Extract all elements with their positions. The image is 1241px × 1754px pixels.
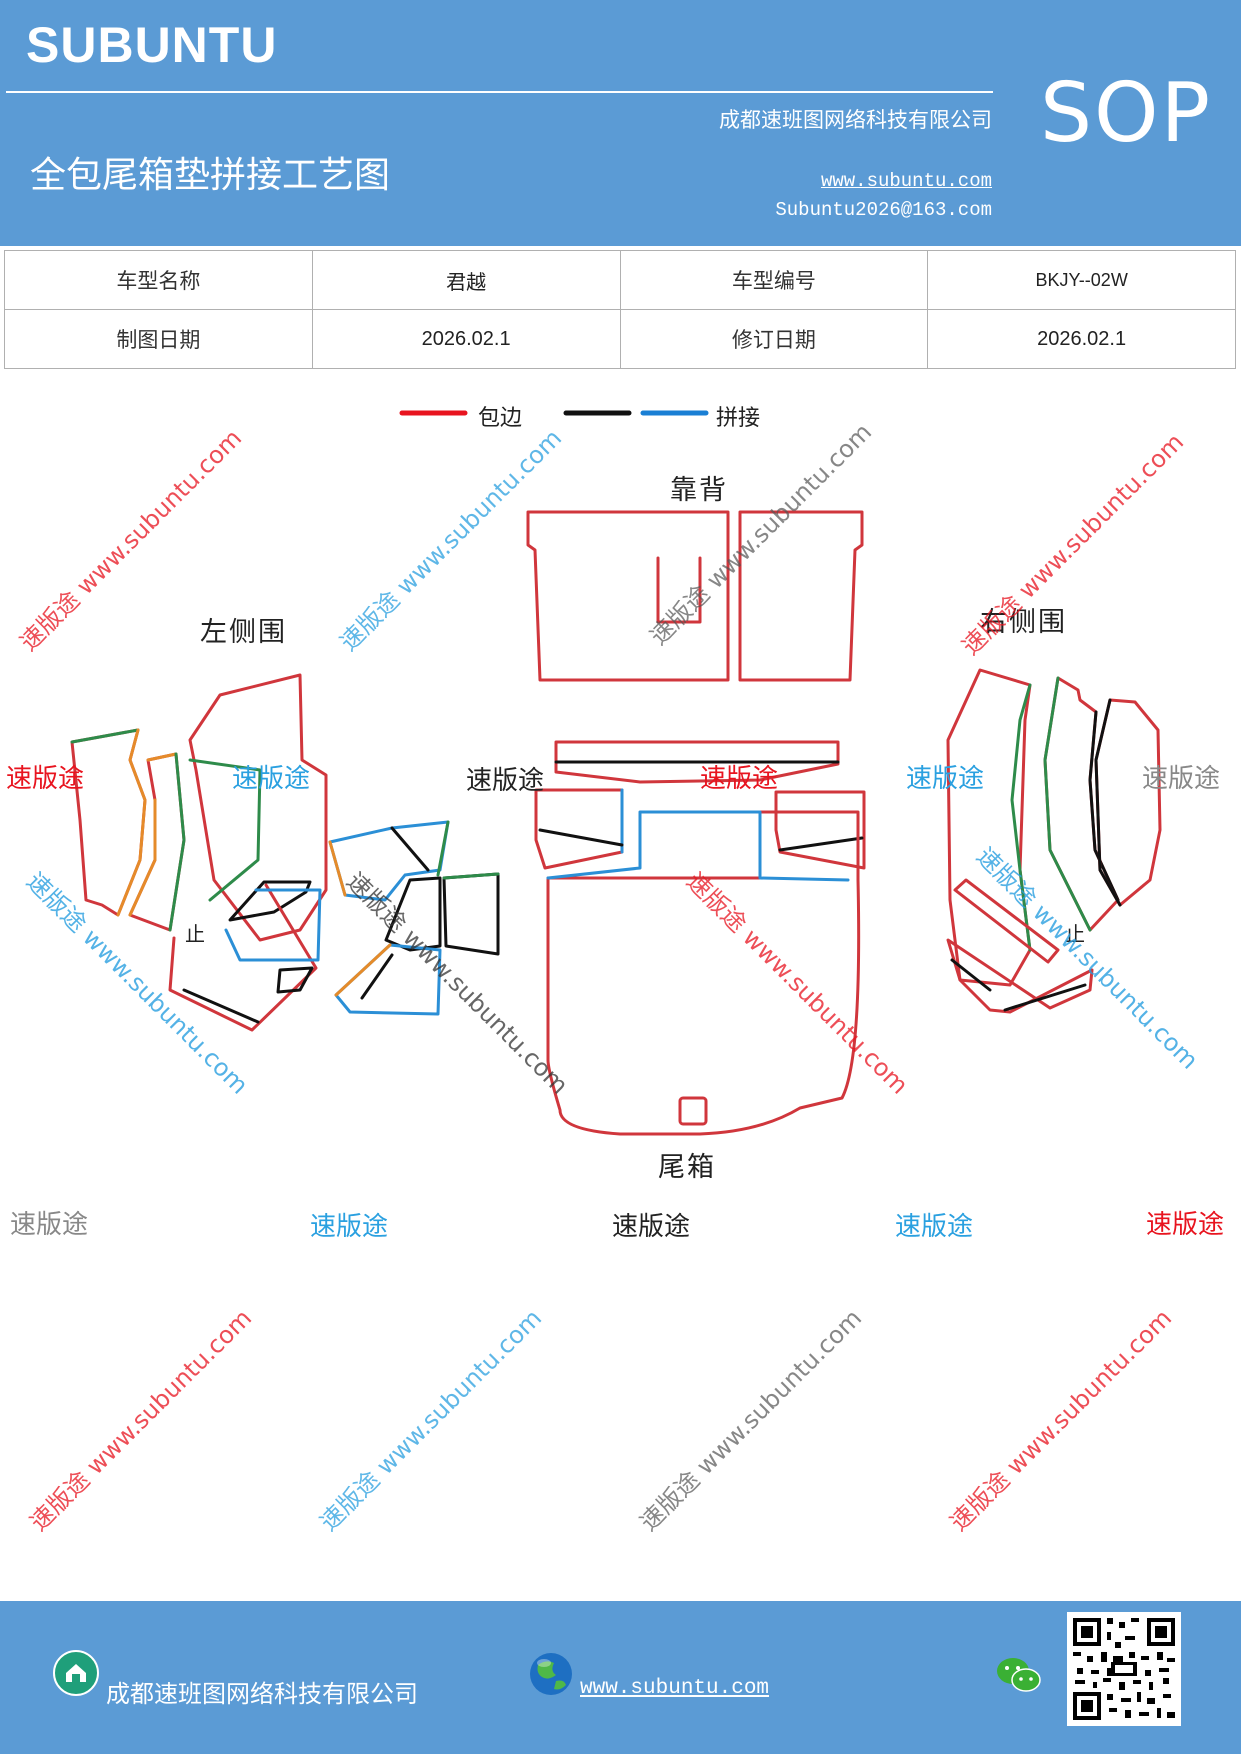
- left-lower-inset: [276, 966, 314, 994]
- model-name-value: 君越: [311, 250, 621, 310]
- left-side-lower-panel: [168, 883, 318, 1032]
- left-side-a-orange-edge: [116, 728, 147, 917]
- mid-lower-seam: [360, 953, 394, 1000]
- company-name: 成都速班图网络科技有限公司: [719, 108, 992, 132]
- revise-date-label: 修订日期: [619, 309, 929, 369]
- trunk-floor-hole: [678, 1096, 708, 1126]
- company-house-icon: [53, 1650, 99, 1696]
- mid-upper-green-edge: [436, 820, 450, 877]
- watermark-text: 速版途: [612, 1212, 691, 1242]
- right-side-b-green-edge: [1043, 676, 1092, 932]
- watermark-text: 速版途: [906, 764, 985, 794]
- left-lower-splice: [224, 888, 322, 962]
- backrest-left-panel: [526, 510, 730, 682]
- left-side-label: 左侧围: [200, 617, 287, 648]
- table-row: 车型名称 君越 车型编号 BKJY--02W: [4, 250, 1236, 310]
- watermark-text: 速版途: [1146, 1210, 1225, 1240]
- right-stop-mark: 止: [1065, 922, 1085, 946]
- right-side-b-seam: [1088, 710, 1120, 902]
- page-title: 全包尾箱垫拼接工艺图: [30, 155, 391, 196]
- watermark-text: 速版途: [310, 1212, 389, 1242]
- header-divider: [6, 91, 993, 93]
- brand-logo: SUBUNTU: [26, 17, 278, 73]
- draw-date-value: 2026.02.1: [311, 309, 621, 369]
- table-row: 制图日期 2026.02.1 修订日期 2026.02.1: [4, 309, 1236, 369]
- mid-square-panel: [442, 872, 500, 956]
- left-side-c-seam: [228, 880, 312, 922]
- backrest-right-panel: [738, 510, 864, 682]
- website-link[interactable]: www.subuntu.com: [820, 170, 992, 192]
- globe-icon: [530, 1653, 572, 1695]
- watermark-text: 速版途: [700, 764, 779, 794]
- right-lower-seam-a: [950, 958, 992, 992]
- right-side-label: 右侧围: [980, 607, 1067, 638]
- legend-splice-label: 拼接: [716, 406, 761, 431]
- mid-square-green-edge: [442, 872, 500, 880]
- mid-lower-orange-edge: [334, 943, 392, 997]
- trunk-floor-panel: [546, 810, 861, 1136]
- right-lower-seam-b: [1003, 983, 1087, 1012]
- qr-code-image: [1067, 1612, 1181, 1726]
- left-side-c-green-edge: [188, 758, 262, 902]
- top-strip: [554, 740, 840, 784]
- mid-upper-panel: [328, 820, 450, 902]
- wechat-icon[interactable]: [995, 1653, 1043, 1697]
- left-lower-seam: [182, 988, 260, 1024]
- footer-bar: 成都速班图网络科技有限公司 www.subuntu.com: [0, 1601, 1241, 1754]
- left-flap-seam: [538, 828, 624, 847]
- right-side-lower-panel: [946, 938, 1094, 1014]
- watermark-text: 速版途: [895, 1212, 974, 1242]
- left-side-a-green-edge: [70, 728, 140, 744]
- trunk-floor-splice: [546, 810, 850, 882]
- footer-website-link[interactable]: www.subuntu.com: [580, 1677, 770, 1700]
- model-name-label: 车型名称: [4, 250, 313, 310]
- right-side-strip: [953, 878, 1060, 964]
- watermark-text: 速版途: [6, 764, 85, 794]
- watermark-text: 速版途: [466, 766, 545, 796]
- header-banner: SUBUNTU 成都速班图网络科技有限公司 全包尾箱垫拼接工艺图 www.sub…: [0, 0, 1241, 246]
- right-flap-seam: [778, 836, 864, 852]
- watermark-text: 速版途: [10, 1210, 89, 1240]
- trunk-label: 尾箱: [658, 1152, 716, 1183]
- left-floor-flap: [534, 788, 624, 870]
- watermark-text: 速版途: [1142, 764, 1221, 794]
- draw-date-label: 制图日期: [4, 309, 313, 369]
- sop-badge: SOP: [1040, 66, 1213, 161]
- model-code-label: 车型编号: [619, 250, 929, 310]
- backrest-cutout: [656, 556, 702, 624]
- info-table: 车型名称 君越 车型编号 BKJY--02W 制图日期 2026.02.1 修订…: [4, 250, 1236, 369]
- right-side-panel-a: [946, 668, 1032, 987]
- left-side-b-orange-edge: [128, 752, 178, 917]
- legend-hem-label: 包边: [478, 406, 523, 431]
- email-address: Subuntu2026@163.com: [775, 199, 992, 221]
- left-side-b-green-edge: [168, 752, 186, 932]
- right-floor-flap: [774, 790, 866, 870]
- left-stop-mark: 止: [185, 922, 205, 946]
- right-side-c-seam: [1094, 698, 1122, 907]
- mid-upper-seam: [390, 826, 430, 872]
- right-side-a-green-edge: [1010, 683, 1032, 952]
- footer-company-name: 成都速班图网络科技有限公司: [106, 1680, 418, 1708]
- mid-upper-orange-edge: [328, 840, 347, 897]
- watermark-text: 速版途: [232, 764, 311, 794]
- model-code-value: BKJY--02W: [927, 250, 1236, 310]
- backrest-label: 靠背: [670, 475, 728, 506]
- revise-date-value: 2026.02.1: [927, 309, 1236, 369]
